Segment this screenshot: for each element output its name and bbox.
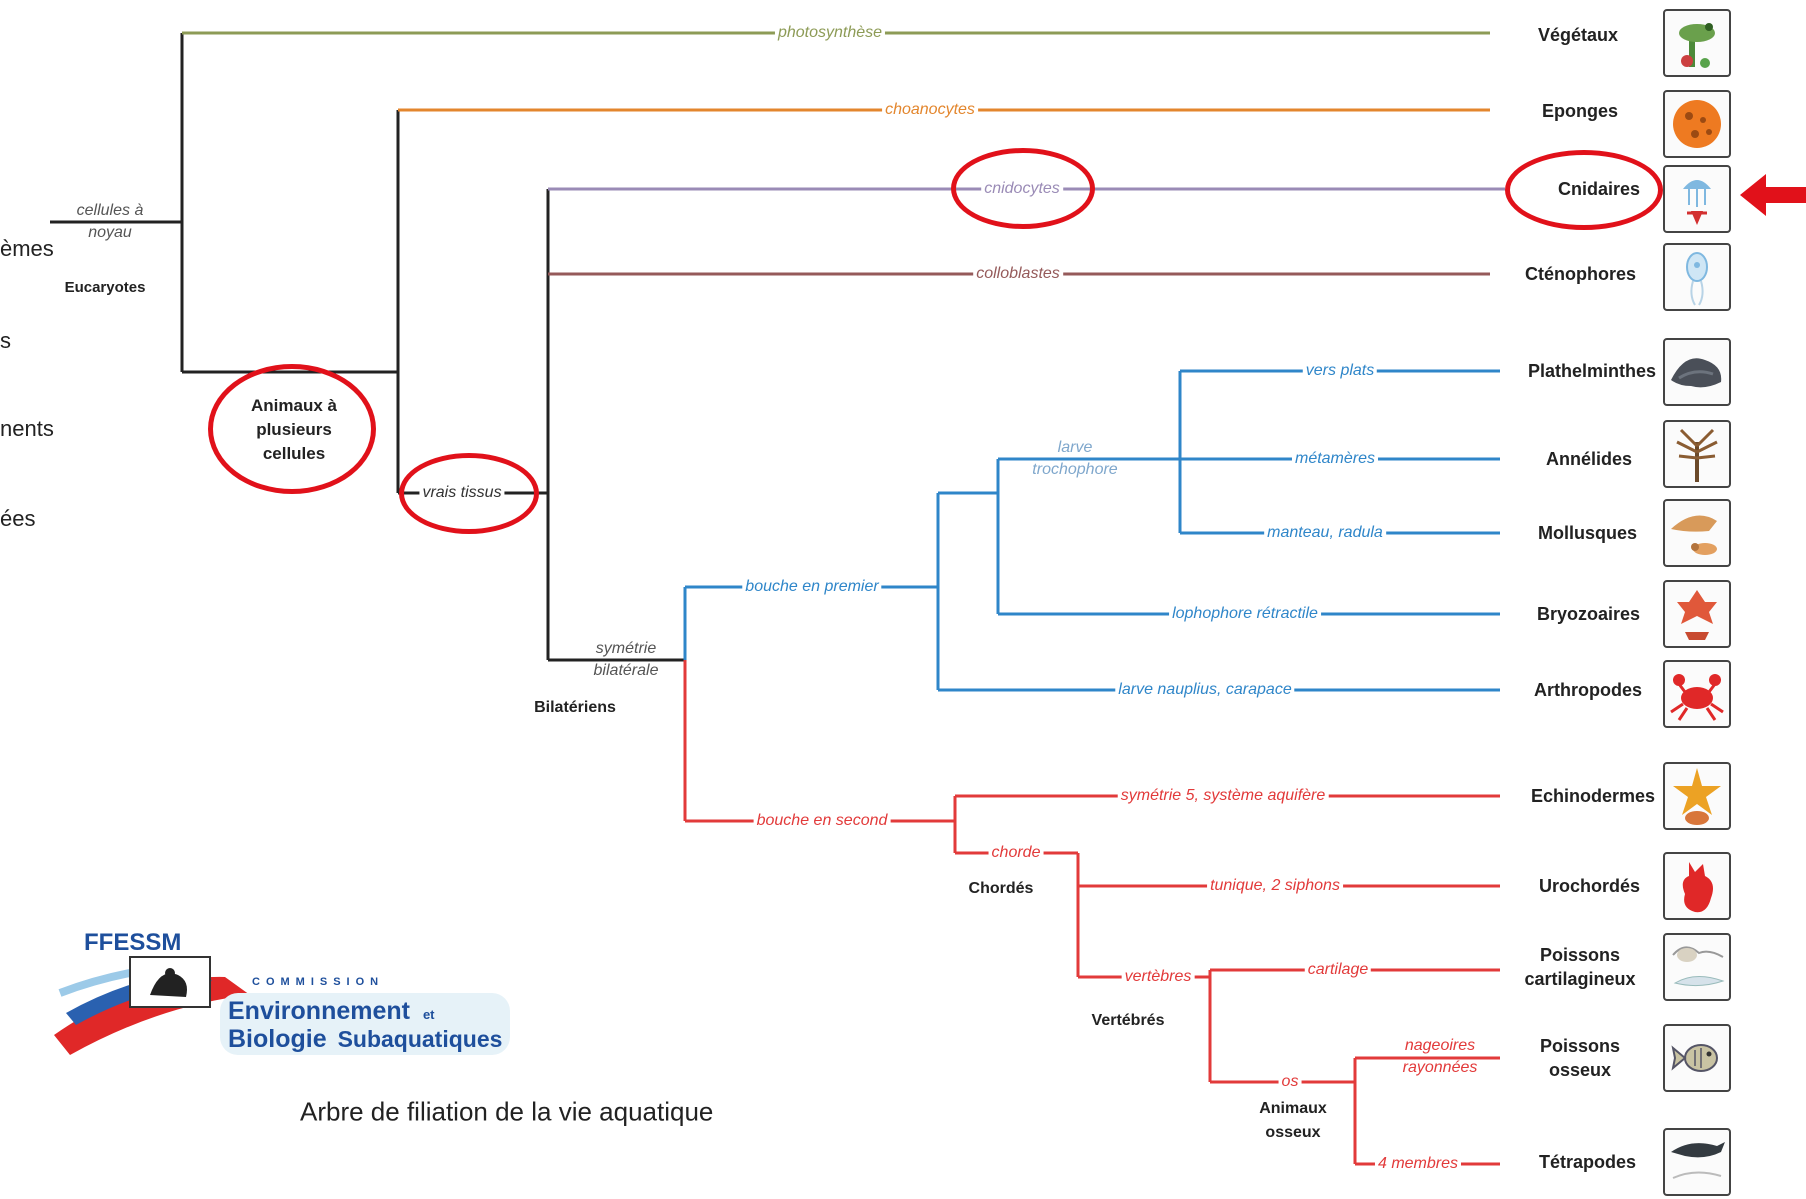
bryozoan-icon <box>1663 580 1731 648</box>
clade-vertebrates: Vertébrés <box>1091 1012 1165 1029</box>
leaf-tetrapodes: Tétrapodes <box>1538 1152 1636 1172</box>
clipped-text-fragment-4: ées <box>0 506 36 531</box>
clade-bony-animals: Animaux osseux <box>1259 1100 1327 1141</box>
highlight-ring-cnidaires <box>1505 150 1663 230</box>
leaf-arthropodes: Arthropodes <box>1534 680 1642 700</box>
crab-icon <box>1663 660 1731 728</box>
dolphin-icon <box>1663 1128 1731 1196</box>
trait-metameres: métamères <box>1291 448 1379 470</box>
clipped-text-fragment-2: s <box>0 328 11 353</box>
leaf-bryozoaires: Bryozoaires <box>1536 604 1640 624</box>
clade-bilaterians: Bilatériens <box>534 699 616 716</box>
trait-os: os <box>1278 1071 1302 1093</box>
svg-text:Environnement et: Environnement et <box>228 997 435 1025</box>
flatworm-icon <box>1663 338 1731 406</box>
starfish-icon <box>1663 762 1731 830</box>
frog-plant-icon <box>1663 9 1731 77</box>
leaf-poissons-cartilagineux: Poissons cartilagineux <box>1524 945 1636 989</box>
annelid-icon <box>1663 420 1731 488</box>
trait-cellules-a-noyau: cellules à noyau <box>76 202 144 241</box>
trait-chorde: chorde <box>988 842 1044 864</box>
leaf-echinodermes: Echinodermes <box>1530 786 1655 806</box>
svg-text:Biologie Subaquatiques: Biologie Subaquatiques <box>228 1025 502 1053</box>
fish-icon <box>1663 1024 1731 1092</box>
trait-choanocytes: choanocytes <box>882 99 978 121</box>
trait-cartilage: cartilage <box>1304 959 1372 981</box>
ffessm-logo: FFESSM COMMISSION Environnement et Biolo… <box>54 929 510 1055</box>
diagram-caption: Arbre de filiation de la vie aquatique <box>300 1096 714 1127</box>
highlight-ring-cnidocytes <box>951 148 1095 229</box>
trait-manteau-radula: manteau, radula <box>1264 522 1386 544</box>
leaf-vegetaux: Végétaux <box>1537 25 1618 45</box>
shell-icon <box>1663 499 1731 567</box>
trait-4-membres: 4 membres <box>1374 1153 1462 1175</box>
svg-text:COMMISSION: COMMISSION <box>252 976 384 988</box>
leaf-ctenophores: Cténophores <box>1524 264 1636 284</box>
trait-bouche-premier: bouche en premier <box>742 576 882 598</box>
trait-tunique: tunique, 2 siphons <box>1207 875 1343 897</box>
trait-vers-plats: vers plats <box>1302 360 1378 382</box>
sponge-icon <box>1663 90 1731 158</box>
trait-nauplius: larve nauplius, carapace <box>1115 679 1295 701</box>
trait-photosynthese: photosynthèse <box>774 22 886 44</box>
trait-vertebres: vertèbres <box>1121 966 1195 988</box>
leaf-annelides: Annélides <box>1545 449 1632 469</box>
trait-colloblastes: colloblastes <box>973 263 1063 285</box>
leaf-urochordes: Urochordés <box>1538 876 1640 896</box>
highlight-ring-multicellular <box>208 364 376 494</box>
trait-symetrie5: symétrie 5, système aquifère <box>1117 785 1329 807</box>
trait-symetrie-bilaterale: symétrie bilatérale <box>593 640 659 679</box>
clade-eucaryotes: Eucaryotes <box>64 279 146 296</box>
trait-nageoires: nageoires rayonnées <box>1402 1037 1478 1076</box>
clipped-text-fragment-3: nents <box>0 416 54 441</box>
leaf-plathelminthes: Plathelminthes <box>1527 361 1656 381</box>
leaf-poissons-osseux: Poissons osseux <box>1539 1036 1621 1080</box>
leaf-eponges: Eponges <box>1541 101 1618 121</box>
jellyfish-icon <box>1663 165 1731 233</box>
comb-jelly-icon <box>1663 243 1731 311</box>
clipped-text-fragment-1: èmes <box>0 236 54 261</box>
sea-squirt-icon <box>1663 852 1731 920</box>
trait-larve-trochophore: larve trochophore <box>1032 439 1118 478</box>
ray-icon <box>1663 933 1731 1001</box>
highlight-ring-vrais-tissus <box>399 453 539 534</box>
trait-lophophore: lophophore rétractile <box>1169 603 1321 625</box>
svg-text:FFESSM: FFESSM <box>84 929 181 956</box>
arrow-left-icon <box>1740 174 1806 216</box>
trait-bouche-second: bouche en second <box>753 810 891 832</box>
leaf-mollusques: Mollusques <box>1537 523 1637 543</box>
clade-chordates: Chordés <box>968 880 1034 897</box>
